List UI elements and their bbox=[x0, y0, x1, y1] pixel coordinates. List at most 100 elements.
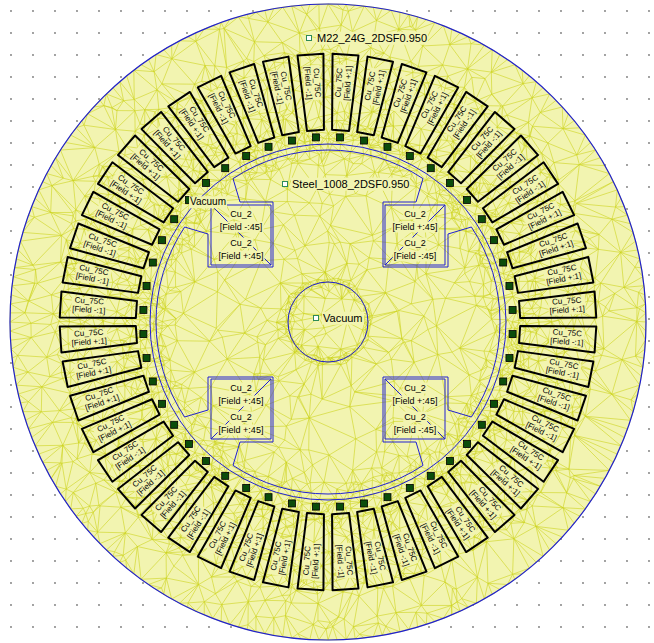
slot-label: [Field +:1] bbox=[311, 543, 322, 581]
stator-slot bbox=[507, 376, 586, 421]
region-label: M22_24G_2DSF0.950 bbox=[316, 32, 428, 45]
slot-label-group: Cu_75C[Field -:1] bbox=[544, 357, 582, 381]
slot-opening bbox=[312, 503, 319, 510]
mesh bbox=[10, 4, 646, 640]
slot-opening bbox=[464, 440, 471, 447]
stator-slot bbox=[70, 224, 149, 269]
slot-opening bbox=[478, 216, 485, 223]
coil-label: Cu_2 bbox=[229, 383, 253, 394]
stator-slot bbox=[230, 501, 275, 580]
slot-label-group: Cu_75C[Field +:1] bbox=[128, 145, 167, 182]
slot-opening bbox=[143, 282, 150, 289]
slot-opening bbox=[446, 179, 453, 186]
shaft-circle bbox=[288, 282, 368, 362]
stator-slot bbox=[298, 54, 324, 131]
slot-opening bbox=[143, 355, 150, 362]
slot-label-group: Cu_75C[Field -:1] bbox=[129, 462, 167, 498]
slot-opening bbox=[222, 472, 229, 479]
slot-label-group: Cu_75C[Field -:1] bbox=[109, 438, 148, 472]
slot-label-group: Cu_75C[Field -:1] bbox=[237, 75, 264, 114]
slot-label-group: Cu_75C[Field +:1] bbox=[237, 529, 265, 570]
slot-opening bbox=[140, 331, 147, 338]
slot-label-group: Cu_75C[Field +:1] bbox=[92, 412, 133, 444]
slot-label: [Field +:1] bbox=[342, 64, 353, 102]
slot-opening bbox=[243, 153, 250, 160]
slot-label-group: Cu_75C[Field -:1] bbox=[524, 413, 563, 444]
slot-label-group: Cu_75C[Field +:1] bbox=[468, 483, 505, 522]
slot-label-group: Cu_75C[Field +:1] bbox=[548, 297, 586, 316]
stator-slot bbox=[519, 326, 596, 352]
slot-label-group: Cu_75C[Field -:1] bbox=[93, 200, 132, 231]
slot-label-group: Cu_75C[Field -:1] bbox=[468, 123, 504, 161]
stator-slot bbox=[332, 513, 358, 590]
stator-disk bbox=[10, 4, 646, 640]
slot-label-group: Cu_75C[Field +:1] bbox=[206, 517, 238, 558]
slot-label-group: Cu_75C[Field -:1] bbox=[303, 64, 322, 100]
slot-opening bbox=[149, 378, 156, 385]
coil-label: Cu_2 bbox=[229, 209, 253, 220]
stator-slot bbox=[382, 64, 427, 143]
slot-label-group: Cu_75C[Field +:1] bbox=[507, 438, 548, 473]
slot-opening bbox=[288, 500, 295, 507]
stator-slot bbox=[263, 57, 299, 136]
coil-label: [Field -:45] bbox=[393, 425, 438, 436]
stator-slot bbox=[263, 509, 299, 588]
coil-divider bbox=[385, 205, 445, 265]
slot-opening bbox=[509, 331, 516, 338]
slot-label-group: Cu_75C[Field -:1] bbox=[391, 530, 418, 569]
rotor-outline bbox=[156, 150, 500, 494]
slot-label-group: Cu_75C[Field +:1] bbox=[489, 462, 528, 499]
region-label: Vacuum bbox=[322, 312, 364, 325]
slot-opening bbox=[171, 421, 178, 428]
slot-label-group: Cu_75C[Field -:1] bbox=[490, 146, 528, 182]
slot-label-group: Cu_75C[Field +:1] bbox=[535, 231, 576, 259]
slot-opening bbox=[427, 165, 434, 172]
slot-label-group: Cu_75C[Field +:1] bbox=[418, 86, 450, 127]
stator-slot bbox=[357, 509, 393, 588]
slot-opening bbox=[500, 259, 507, 266]
coil-outline bbox=[385, 205, 445, 265]
slot-label-group: Cu_75C[Field +:1] bbox=[444, 501, 479, 542]
slot-label-group: Cu_75C[Field +:1] bbox=[363, 67, 387, 107]
slot-label-group: Cu_75C[Field +:1] bbox=[523, 200, 564, 232]
coil-divider bbox=[211, 379, 271, 439]
slot-opening bbox=[185, 440, 192, 447]
slot-opening bbox=[478, 421, 485, 428]
slot-label-group: Cu_75C[Field +:1] bbox=[334, 63, 353, 101]
slot-opening bbox=[446, 458, 453, 465]
slot-label-group: Cu_75C[Field -:1] bbox=[269, 68, 293, 106]
slot-label-group: Cu_75C[Field +:1] bbox=[151, 122, 188, 161]
slot-opening bbox=[159, 400, 166, 407]
slot-opening bbox=[203, 458, 210, 465]
slot-label-group: Cu_75C[Field +:1] bbox=[177, 102, 212, 143]
slot-opening bbox=[337, 503, 344, 510]
stator-slot bbox=[515, 351, 594, 387]
label-marker bbox=[283, 182, 288, 187]
stator-slot bbox=[357, 57, 393, 136]
slot-label-group: Cu_75C[Field +:1] bbox=[69, 328, 107, 347]
stator-slots bbox=[60, 54, 597, 591]
coil-label: [Field +:45] bbox=[218, 251, 265, 262]
slot-opening bbox=[140, 306, 147, 313]
slot-opening bbox=[506, 355, 513, 362]
slot-opening bbox=[464, 197, 471, 204]
coil-outline bbox=[385, 379, 445, 439]
coil-label: [Field +:45] bbox=[218, 425, 265, 436]
slot-opening bbox=[406, 153, 413, 160]
slot-label-group: Cu_75C[Field +:1] bbox=[73, 357, 113, 381]
coil-outline bbox=[211, 205, 271, 265]
slot-opening bbox=[159, 237, 166, 244]
stator-slot bbox=[519, 292, 596, 318]
coil-label: [Field -:45] bbox=[393, 251, 438, 262]
slot-label-group: Cu_75C[Field +:1] bbox=[269, 537, 293, 577]
slot-opening bbox=[203, 179, 210, 186]
slot-opening bbox=[490, 237, 497, 244]
slot-opening bbox=[500, 378, 507, 385]
slot-opening bbox=[506, 282, 513, 289]
slot-opening bbox=[406, 484, 413, 491]
slot-label-group: Cu_75C[Field -:1] bbox=[444, 103, 478, 142]
slot-opening bbox=[384, 494, 391, 501]
label-marker bbox=[307, 36, 312, 41]
